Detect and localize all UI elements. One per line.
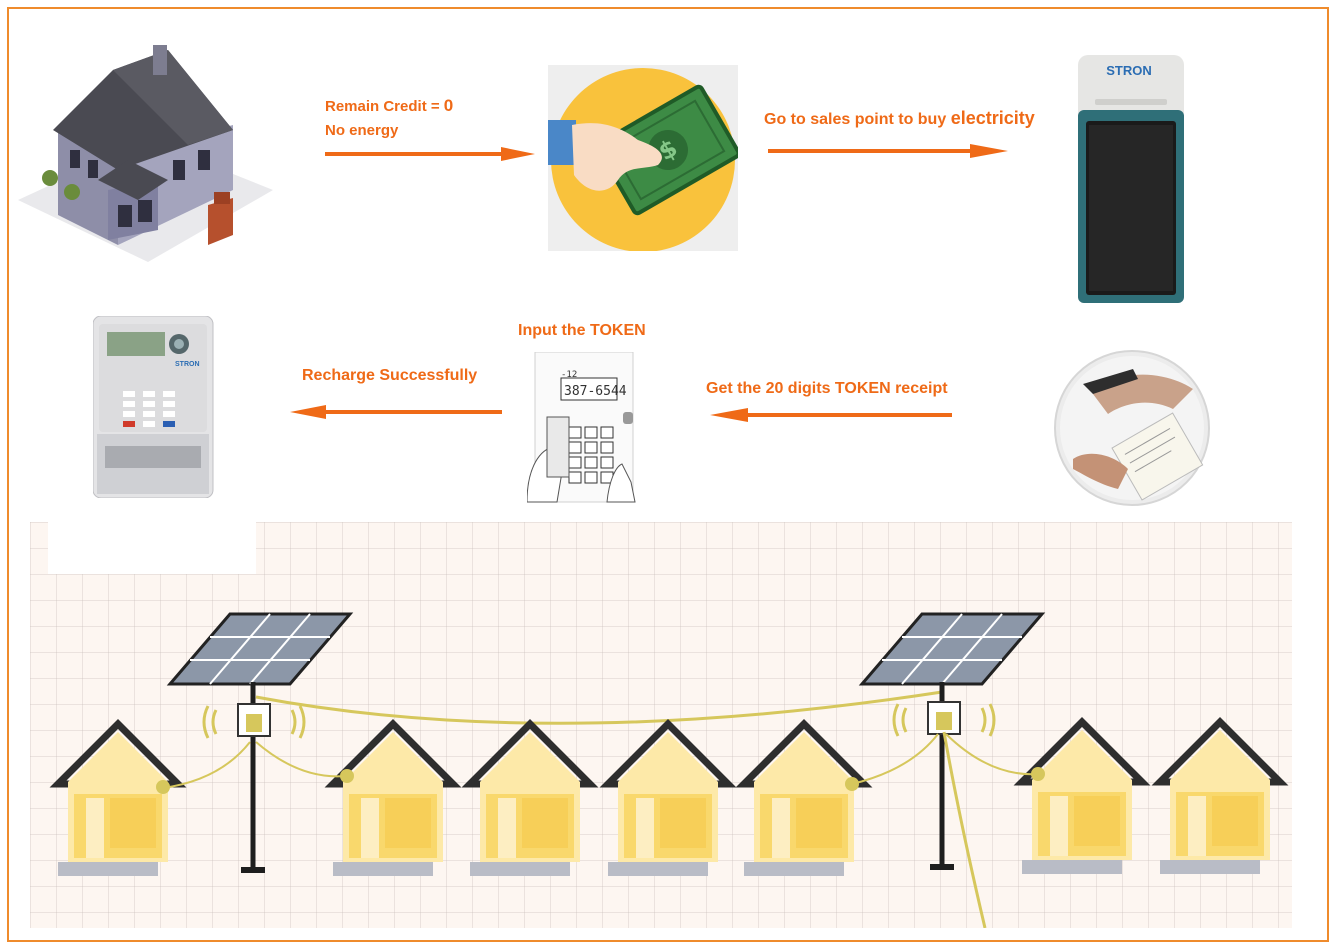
token-receipt-label: Get the 20 digits TOKEN receipt: [706, 380, 948, 397]
receipt-handover-photo: [1054, 350, 1210, 506]
payment-hand-icon: $: [548, 65, 738, 251]
meter-brand: STRON: [175, 361, 200, 368]
energy-meter: STRON: [93, 316, 214, 498]
remain-credit-label: Remain Credit = 0: [325, 96, 454, 115]
arrow-right-1: [325, 147, 535, 161]
input-token-label: Input the TOKEN: [518, 322, 646, 339]
pos-device: STRON: [1078, 55, 1184, 303]
solar-microgrid-scene: [30, 612, 1292, 928]
blank-patch: [48, 522, 256, 574]
recharge-success-label: Recharge Successfully: [302, 367, 478, 384]
arrow-right-2: [768, 144, 1008, 158]
keypad-display-line1: -12: [561, 370, 577, 380]
no-energy-label: No energy: [325, 122, 399, 139]
keypad-display-line2: 387-6544: [564, 384, 627, 399]
sales-point-label: Go to sales point to buy electricity: [764, 108, 1035, 128]
arrow-left-1: [290, 405, 502, 419]
keypad-token-input: -12 387-6544: [527, 352, 636, 503]
house-illustration: [18, 45, 273, 262]
diagram-frame: [7, 7, 1329, 942]
arrow-left-2: [710, 408, 952, 422]
pos-brand: STRON: [1106, 63, 1152, 78]
